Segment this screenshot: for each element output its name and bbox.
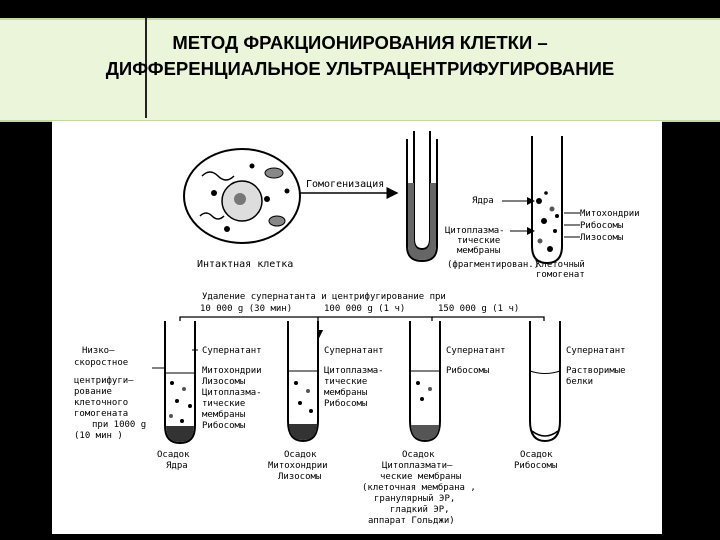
svg-text:(клеточная мембрана ,: (клеточная мембрана , <box>362 482 476 493</box>
homogenizer-tube-illustration <box>406 131 438 263</box>
svg-text:Цитоплазма-: Цитоплазма- <box>202 388 262 398</box>
svg-text:Осадок: Осадок <box>284 450 317 460</box>
svg-text:тические: тические <box>324 377 367 387</box>
title-divider-line <box>145 18 147 118</box>
label-cytoplasmic-1: Цитоплазма- <box>445 226 505 236</box>
title-line-2: ДИФФЕРЕНЦИАЛЬНОЕ УЛЬТРАЦЕНТРИФУГИРОВАНИЕ <box>105 58 615 79</box>
svg-text:гладкий ЭР,: гладкий ЭР, <box>390 505 450 515</box>
label-cytoplasmic-2: тические <box>457 236 500 246</box>
pellet3-label: Осадок Цитоплазмати– ческие мембраны (кл… <box>362 450 476 526</box>
label-homogenate-1: Клеточный <box>536 260 585 270</box>
svg-text:Рибосомы: Рибосомы <box>324 398 367 409</box>
tube-2 <box>287 321 319 443</box>
svg-text:Лизосомы: Лизосомы <box>278 472 321 482</box>
svg-text:тические: тические <box>202 399 245 409</box>
label-cytoplasmic-3: мембраны <box>457 245 500 256</box>
svg-text:Осадок: Осадок <box>520 450 553 460</box>
svg-text:Митохондрии: Митохондрии <box>202 366 262 376</box>
tube-4 <box>529 321 561 443</box>
tube2-contents: Цитоплазма- тические мембраны Рибосомы <box>324 366 384 409</box>
intact-cell-illustration <box>183 148 301 244</box>
tube1-supernatant: Супернатант <box>202 346 262 356</box>
diagram-panel: Интактная клетка Гомогенизация Ядра Цито… <box>52 121 662 534</box>
tube3-contents: Рибосомы <box>446 365 489 376</box>
svg-text:мембраны: мембраны <box>202 409 245 420</box>
intact-cell-label: Интактная клетка <box>197 259 293 270</box>
svg-text:мембраны: мембраны <box>324 387 367 398</box>
svg-text:скоростное: скоростное <box>74 358 128 368</box>
label-nuclei: Ядра <box>472 196 494 206</box>
tube4-contents: Растворимые белки <box>566 366 626 387</box>
tube4-supernatant: Супернатант <box>566 346 626 356</box>
svg-text:Рибосомы: Рибосомы <box>514 460 557 471</box>
tube-1 <box>164 321 196 445</box>
tube3-supernatant: Супернатант <box>446 346 506 356</box>
low-speed-label: Низко– скоростное центрифуги– рование кл… <box>74 346 146 441</box>
svg-text:аппарат Гольджи): аппарат Гольджи) <box>368 516 455 526</box>
svg-text:Лизосомы: Лизосомы <box>202 377 245 387</box>
homogenization-label: Гомогенизация <box>306 179 384 190</box>
label-mitochondria: Митохондрии <box>580 209 640 219</box>
label-cytoplasmic-4: (фрагментирован.) <box>447 260 539 270</box>
homogenate-tube <box>531 136 563 265</box>
svg-text:Низко–: Низко– <box>82 346 115 356</box>
svg-text:Осадок: Осадок <box>402 450 435 460</box>
pellet2-label: Осадок Митохондрии Лизосомы <box>268 450 328 482</box>
svg-text:(10 мин ): (10 мин ) <box>74 431 123 441</box>
title-line-1: МЕТОД ФРАКЦИОНИРОВАНИЯ КЛЕТКИ – <box>172 32 548 53</box>
svg-text:Цитоплазма-: Цитоплазма- <box>324 366 384 376</box>
pellet4-label: Осадок Рибосомы <box>514 450 557 471</box>
label-ribosomes: Рибосомы <box>580 220 623 231</box>
tube2-supernatant: Супернатант <box>324 346 384 356</box>
svg-text:гранулярный ЭР,: гранулярный ЭР, <box>374 494 455 504</box>
slide-title: МЕТОД ФРАКЦИОНИРОВАНИЯ КЛЕТКИ – ДИФФЕРЕН… <box>0 30 720 82</box>
step3-label: 150 000 g (1 ч) <box>438 304 519 314</box>
svg-text:рование: рование <box>74 387 112 397</box>
fractionation-diagram: Интактная клетка Гомогенизация Ядра Цито… <box>74 131 640 526</box>
svg-text:белки: белки <box>566 376 593 387</box>
svg-text:Митохондрии: Митохондрии <box>268 461 328 471</box>
svg-text:Ядра: Ядра <box>166 461 188 471</box>
svg-text:ческие мембраны: ческие мембраны <box>380 471 461 482</box>
svg-text:Растворимые: Растворимые <box>566 366 626 376</box>
pellet1-label: Осадок Ядра <box>157 450 190 471</box>
tube-3 <box>409 321 441 443</box>
label-homogenate-2: гомогенат <box>536 270 585 280</box>
svg-text:клеточного: клеточного <box>74 398 128 408</box>
svg-text:Осадок: Осадок <box>157 450 190 460</box>
svg-text:центрифуги–: центрифуги– <box>74 376 134 386</box>
step2-label: 100 000 g (1 ч) <box>324 304 405 314</box>
svg-text:гомогената: гомогената <box>74 409 128 419</box>
removal-label: Удаление супернатанта и центрифугировани… <box>202 292 446 302</box>
label-lysosomes: Лизосомы <box>580 233 623 243</box>
svg-text:Цитоплазмати–: Цитоплазмати– <box>382 461 453 471</box>
svg-text:при 1000 g: при 1000 g <box>92 420 146 430</box>
svg-text:Рибосомы: Рибосомы <box>202 420 245 431</box>
title-banner <box>0 18 720 122</box>
tube1-contents: Митохондрии Лизосомы Цитоплазма- тически… <box>202 366 262 431</box>
transfer-arrow-3 <box>432 316 550 341</box>
step1-label: 10 000 g (30 мин) <box>200 304 292 314</box>
